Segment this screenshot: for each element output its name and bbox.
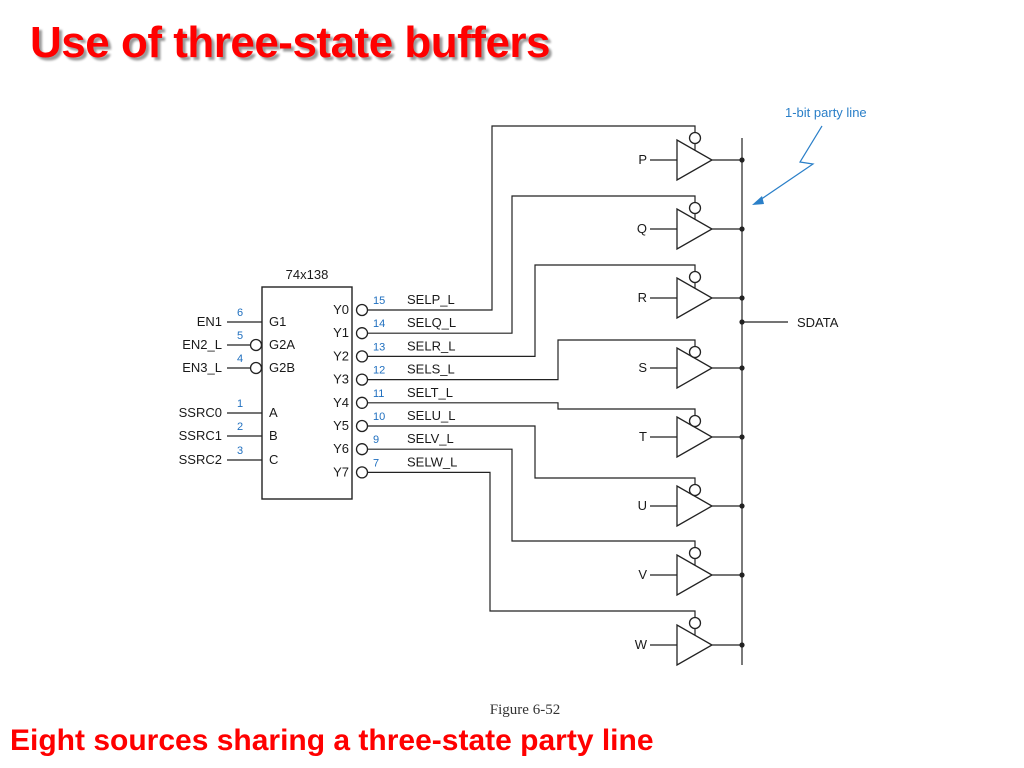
output-bubble (355, 350, 369, 363)
select-wire (368, 448, 696, 547)
input-signal-label: SSRC1 (179, 428, 222, 443)
select-net-label: SELP_L (407, 292, 455, 307)
output-bubble (355, 466, 369, 479)
buffer-input-label: P (638, 152, 647, 167)
output-pin-number: 13 (373, 341, 385, 353)
decoder-output-port: Y7 (333, 464, 349, 479)
output-pin-number: 14 (373, 318, 385, 330)
decoder-output-port: Y2 (333, 348, 349, 363)
output-pin-number: 10 (373, 411, 385, 423)
output-bubble (355, 419, 369, 433)
decoder-input-port: G2A (269, 337, 295, 352)
input-pin-number: 6 (237, 307, 243, 319)
slide-title: Use of three-state buffers (30, 18, 551, 67)
output-pin-number: 7 (373, 457, 379, 469)
input-signal-label: EN2_L (182, 337, 222, 352)
input-signal-label: EN1 (197, 314, 222, 329)
enable-bubble (688, 131, 702, 145)
sdata-label: SDATA (797, 315, 839, 330)
output-bubble (355, 443, 369, 456)
enable-bubble (688, 345, 702, 359)
callout-arrowhead (752, 196, 764, 205)
decoder-box (261, 286, 353, 500)
output-pin-number: 9 (373, 434, 379, 446)
decoder-output-port: Y4 (333, 395, 349, 410)
select-wire (368, 402, 696, 415)
wires (368, 125, 696, 617)
select-wire (368, 471, 696, 617)
sdata-junction-dot (739, 319, 745, 325)
callout-leader (756, 125, 823, 203)
select-net-label: SELW_L (407, 454, 457, 469)
input-pin-number: 1 (237, 398, 243, 410)
party-line-callout: 1-bit party line (785, 105, 867, 120)
select-wire (368, 339, 696, 381)
input-pin-number: 3 (237, 445, 243, 457)
decoder-input-port: C (269, 452, 278, 467)
party-line-bus: SDATA 1-bit party line (739, 105, 867, 665)
output-pin-number: 12 (373, 365, 385, 377)
output-pin-number: 15 (373, 295, 385, 307)
decoder-output-port: Y1 (333, 325, 349, 340)
select-wire (368, 264, 696, 357)
input-pin-number: 5 (237, 330, 243, 342)
decoder-part-label: 74x138 (286, 267, 329, 282)
select-wire (368, 195, 696, 334)
select-wire (368, 125, 696, 311)
input-pin-number: 4 (237, 353, 243, 365)
select-wire (368, 425, 696, 484)
select-net-label: SELR_L (407, 338, 455, 353)
select-net-label: SELU_L (407, 408, 455, 423)
buffer-input-label: U (638, 498, 647, 513)
output-bubble (355, 327, 369, 340)
decoder-output-port: Y6 (333, 441, 349, 456)
input-signal-label: EN3_L (182, 360, 222, 375)
buffer-input-label: T (639, 429, 647, 444)
inversion-bubble (249, 361, 263, 375)
buffer-input-label: Q (637, 221, 647, 236)
input-signal-label: SSRC2 (179, 452, 222, 467)
three-state-buffers: P Q R S T U V W (635, 131, 745, 667)
buffer-input-label: S (638, 360, 647, 375)
input-pin-number: 2 (237, 421, 243, 433)
decoder-input-port: G1 (269, 314, 286, 329)
decoder-input-port: B (269, 428, 278, 443)
output-bubble (355, 303, 369, 317)
decoder-input-port: G2B (269, 360, 295, 375)
buffer-input-label: R (638, 290, 647, 305)
select-net-label: SELT_L (407, 385, 453, 400)
enable-bubble (688, 616, 702, 630)
select-net-label: SELQ_L (407, 315, 456, 330)
figure-label: Figure 6-52 (490, 702, 560, 718)
select-net-label: SELV_L (407, 431, 454, 446)
output-pin-number: 11 (373, 388, 384, 400)
slide-caption: Eight sources sharing a three-state part… (10, 724, 654, 757)
input-signal-label: SSRC0 (179, 405, 222, 420)
enable-bubble (688, 270, 702, 284)
enable-bubble (688, 546, 702, 560)
enable-bubble (688, 201, 702, 215)
select-net-label: SELS_L (407, 362, 455, 377)
decoder-input-port: A (269, 405, 278, 420)
decoder-output-port: Y0 (333, 302, 349, 317)
decoder-output-port: Y5 (333, 418, 349, 433)
buffer-input-label: W (635, 637, 648, 652)
enable-bubble (688, 483, 702, 497)
output-bubble (355, 396, 369, 409)
buffer-input-label: V (638, 567, 647, 582)
decoder-output-port: Y3 (333, 372, 349, 387)
output-bubble (355, 373, 369, 386)
enable-bubble (688, 414, 702, 428)
inversion-bubble (249, 338, 263, 352)
